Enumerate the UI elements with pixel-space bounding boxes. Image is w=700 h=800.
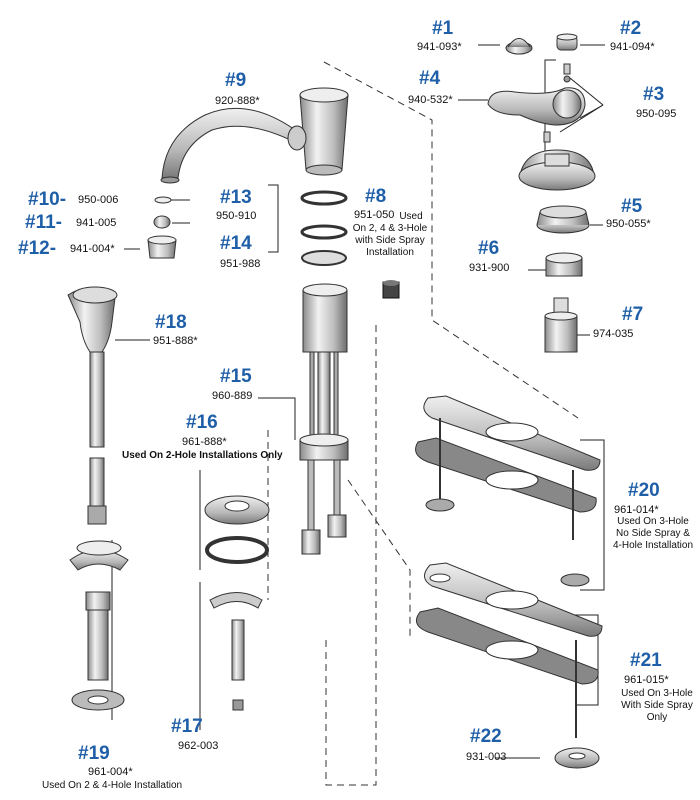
- label-num-17: #17: [171, 716, 203, 737]
- part-4-handle: [487, 87, 586, 126]
- part-18-side-sprayer: [67, 286, 118, 525]
- part-20-escutcheon-plates: [415, 395, 601, 587]
- label-part-18: 951-888*: [153, 335, 198, 347]
- part-2-plug: [556, 33, 578, 51]
- part-10-12-aerator: [147, 196, 177, 259]
- label-num-2: #2: [620, 18, 642, 39]
- part-9-spout: [160, 87, 349, 184]
- supply-tubes: [301, 459, 347, 555]
- label-num-10: #10-: [28, 189, 67, 210]
- label-num-22: #22: [470, 726, 502, 747]
- label-part-12: 941-004*: [70, 243, 115, 255]
- label-part-9: 920-888*: [215, 95, 260, 107]
- assembly-guide-lines: [267, 61, 579, 786]
- label-part-2: 941-094*: [610, 41, 655, 53]
- label-part-13: 950-910: [216, 210, 257, 222]
- label-part-1: 941-093*: [417, 41, 462, 53]
- part-1-button-cap: [505, 38, 533, 55]
- label-note-20: Used On 3-Hole No Side Spray & 4-Hole In…: [612, 516, 694, 551]
- label-num-1: #1: [432, 18, 454, 39]
- label-part-14: 951-988: [220, 258, 261, 270]
- label-part-22: 931-003: [466, 751, 507, 763]
- label-part-17: 962-003: [178, 740, 219, 752]
- label-num-15: #15: [220, 366, 252, 387]
- label-part-20: 961-014*: [614, 504, 659, 516]
- part-8-diverter: [382, 280, 400, 299]
- part-16-gasket: [204, 495, 270, 564]
- label-num-9: #9: [225, 70, 247, 91]
- label-part-21: 961-015*: [624, 674, 669, 686]
- label-num-20: #20: [628, 480, 660, 501]
- label-part-11: 941-005: [76, 217, 117, 229]
- label-num-8: #8: [365, 186, 387, 207]
- part-7-cartridge: [544, 297, 578, 353]
- label-part-3: 950-095: [636, 108, 677, 120]
- part-5-bonnet: [536, 205, 590, 234]
- label-note-21: Used On 3-Hole With Side Spray Only: [621, 688, 693, 723]
- label-num-11: #11-: [25, 212, 62, 233]
- label-part-15: 960-889: [212, 390, 253, 402]
- label-part-16: 961-888*: [182, 436, 227, 448]
- label-num-18: #18: [155, 312, 187, 333]
- label-num-13: #13: [220, 187, 252, 208]
- part-3-screws: [543, 63, 571, 143]
- label-num-21: #21: [630, 650, 662, 671]
- label-num-6: #6: [478, 238, 500, 259]
- part-19-sprayer-base: [69, 540, 129, 711]
- label-num-7: #7: [622, 304, 644, 325]
- part-17-mounting-bracket: [209, 592, 263, 711]
- part-22-nut: [554, 747, 600, 769]
- label-num-5: #5: [621, 196, 643, 217]
- label-num-3: #3: [643, 84, 665, 105]
- part-15-mounting-nut: [299, 433, 349, 461]
- part-4-dome: [518, 149, 596, 191]
- label-part-19: 961-004*: [88, 766, 133, 778]
- part-6-nut: [545, 252, 583, 277]
- part-13-14-o-rings: [300, 190, 348, 266]
- label-part-7: 974-035: [593, 328, 634, 340]
- label-part-10: 950-006: [78, 194, 119, 206]
- label-num-12: #12-: [18, 238, 57, 259]
- part-21-escutcheon-plates: [415, 562, 603, 738]
- label-part-6: 931-900: [469, 262, 510, 274]
- label-note-8: Used On 2, 4 & 3-Hole with Side Spray In…: [352, 211, 428, 258]
- label-part-4: 940-532*: [408, 94, 453, 106]
- label-num-4: #4: [419, 68, 441, 89]
- label-part-5: 950-055*: [606, 218, 651, 230]
- label-num-16: #16: [186, 412, 218, 433]
- label-num-14: #14: [220, 233, 252, 254]
- label-num-19: #19: [78, 743, 110, 764]
- label-note-19: Used On 2 & 4-Hole Installation: [42, 780, 183, 791]
- label-part-8: 951-050: [354, 209, 395, 221]
- label-note-16: Used On 2-Hole Installations Only: [122, 450, 283, 461]
